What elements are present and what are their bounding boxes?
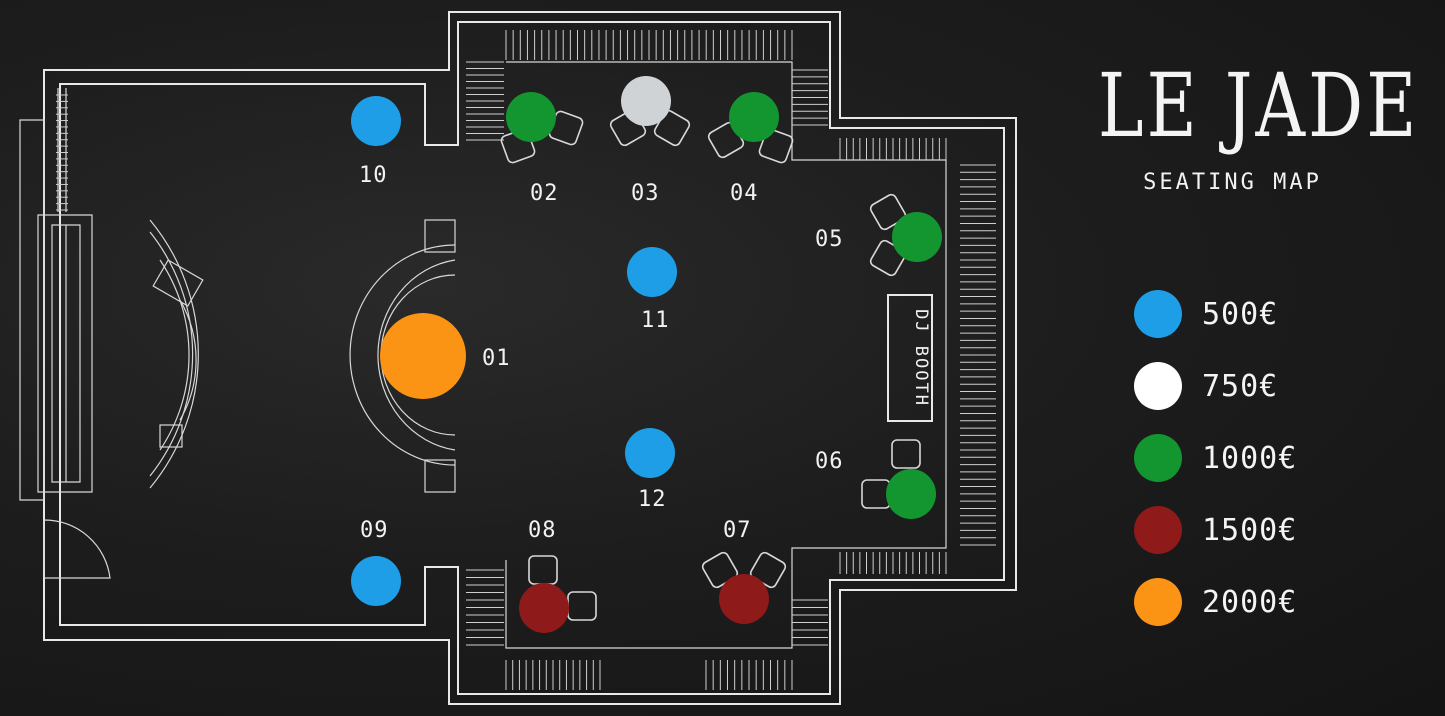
table-05-label: 05: [815, 227, 844, 252]
legend-item-750: 750€: [1134, 362, 1297, 410]
table-07-label: 07: [723, 518, 752, 543]
table-02[interactable]: 02: [506, 92, 559, 206]
chairs: [500, 109, 921, 621]
legend-price-label: 1500€: [1202, 512, 1298, 548]
legend-swatch: [1134, 290, 1182, 338]
table-06-label: 06: [815, 449, 844, 474]
table-07[interactable]: 07: [719, 518, 769, 624]
table-04-marker[interactable]: [729, 92, 779, 142]
table-12[interactable]: 12: [625, 428, 675, 512]
table-02-label: 02: [530, 181, 559, 206]
brand-logo: LE JADE: [1097, 54, 1420, 157]
table-12-label: 12: [638, 487, 667, 512]
table-01[interactable]: 01: [380, 313, 511, 399]
map-subtitle: SEATING MAP: [1143, 170, 1322, 195]
legend-price-label: 750€: [1202, 368, 1279, 404]
dj-booth-label: DJ BOOTH: [911, 309, 931, 407]
table-09-marker[interactable]: [351, 556, 401, 606]
table-11-label: 11: [641, 308, 670, 333]
table-08[interactable]: 08: [519, 518, 569, 633]
table-10-label: 10: [359, 163, 388, 188]
chair-icon: [528, 555, 558, 585]
legend-swatch: [1134, 506, 1182, 554]
table-05-marker[interactable]: [892, 212, 942, 262]
table-08-label: 08: [528, 518, 557, 543]
tables: 01 02 03 04 05 06: [351, 76, 942, 633]
table-11[interactable]: 11: [627, 247, 677, 333]
stairs: [56, 30, 996, 690]
legend-item-1500: 1500€: [1134, 506, 1297, 554]
table-05[interactable]: 05: [815, 212, 942, 262]
chair-icon: [869, 193, 907, 231]
legend-swatch: [1134, 578, 1182, 626]
legend-item-2000: 2000€: [1134, 578, 1297, 626]
table-06[interactable]: 06: [815, 449, 936, 519]
table-08-marker[interactable]: [519, 583, 569, 633]
table-01-marker[interactable]: [380, 313, 466, 399]
table-06-marker[interactable]: [886, 469, 936, 519]
table-09[interactable]: 09: [351, 518, 401, 606]
legend-swatch: [1134, 434, 1182, 482]
bar-counter: [149, 219, 204, 489]
chair-icon: [567, 591, 597, 621]
legend-item-500: 500€: [1134, 290, 1297, 338]
price-legend: 500€ 750€ 1000€ 1500€ 2000€: [1134, 290, 1297, 650]
table-10-marker[interactable]: [351, 96, 401, 146]
brand-header: LE JADE SEATING MAP: [1060, 54, 1420, 196]
table-11-marker[interactable]: [627, 247, 677, 297]
table-12-marker[interactable]: [625, 428, 675, 478]
table-03-marker[interactable]: [621, 76, 671, 126]
legend-price-label: 2000€: [1202, 584, 1298, 620]
chair-icon: [758, 128, 794, 164]
table-04-label: 04: [730, 181, 759, 206]
table-04[interactable]: 04: [729, 92, 779, 206]
legend-swatch: [1134, 362, 1182, 410]
walls: [19, 11, 1017, 705]
chair-icon: [891, 439, 921, 469]
legend-item-1000: 1000€: [1134, 434, 1297, 482]
table-02-marker[interactable]: [506, 92, 556, 142]
table-03[interactable]: 03: [621, 76, 671, 206]
table-03-label: 03: [631, 181, 660, 206]
chair-icon: [861, 479, 891, 509]
legend-price-label: 1000€: [1202, 440, 1298, 476]
table-10[interactable]: 10: [351, 96, 401, 188]
dj-booth: DJ BOOTH: [887, 294, 933, 422]
table-09-label: 09: [360, 518, 389, 543]
legend-price-label: 500€: [1202, 296, 1279, 332]
table-07-marker[interactable]: [719, 574, 769, 624]
table-01-label: 01: [482, 346, 511, 371]
